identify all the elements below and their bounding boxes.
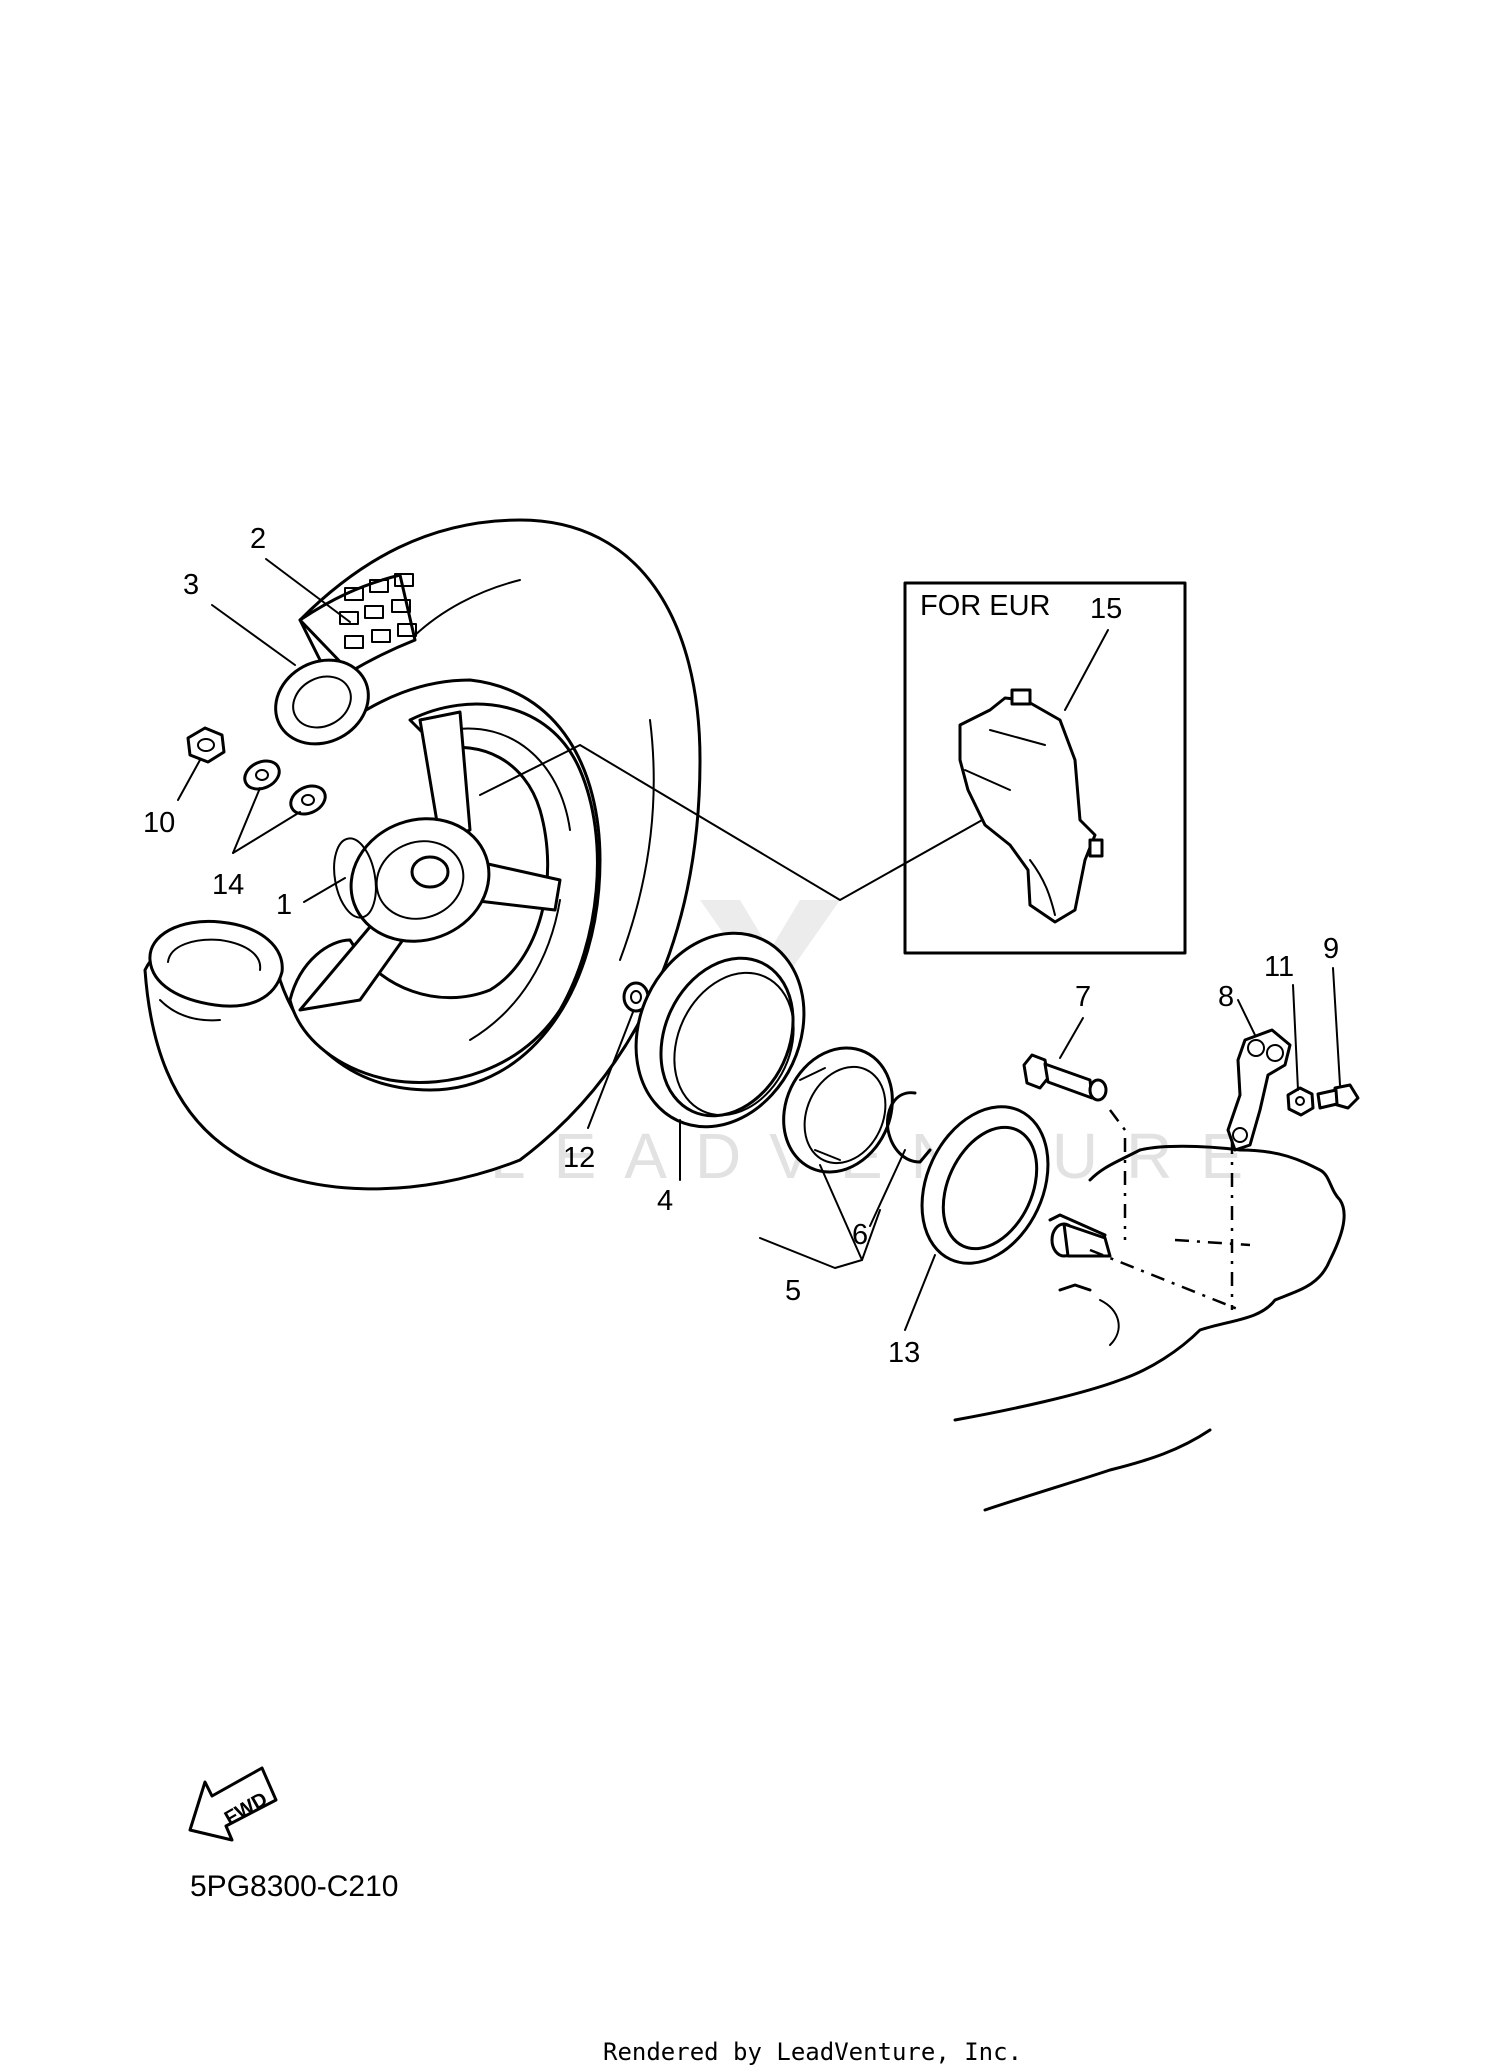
nut-10 <box>186 726 226 764</box>
callout-15: 15 <box>1090 593 1122 625</box>
callout-1: 1 <box>276 889 292 921</box>
footer-rendered-by: Rendered by LeadVenture, Inc. <box>603 2038 1022 2066</box>
bolt-7 <box>1022 1053 1108 1102</box>
leader-lines <box>177 558 1341 1331</box>
lever-8 <box>1226 1028 1292 1152</box>
callout-8: 8 <box>1218 981 1234 1013</box>
inset-leader-line <box>479 744 1001 901</box>
tire <box>143 518 702 1191</box>
callout-11: 11 <box>1264 951 1294 983</box>
callout-5: 5 <box>785 1275 801 1307</box>
wheel-rim <box>288 702 599 1084</box>
callout-10: 10 <box>143 807 175 839</box>
washer-14b <box>289 784 327 816</box>
callout-7: 7 <box>1075 981 1091 1013</box>
inset-title: FOR EUR <box>920 590 1051 622</box>
callout-4: 4 <box>657 1185 673 1217</box>
cover-15 <box>958 688 1104 924</box>
centerline-bolt7 <box>1109 1109 1127 1240</box>
nut-11 <box>1286 1086 1315 1117</box>
washer-14a <box>243 759 281 791</box>
brake-drum-4 <box>634 931 806 1129</box>
callout-6: 6 <box>852 1219 868 1251</box>
callout-2: 2 <box>250 523 266 555</box>
bolt-9 <box>1316 1083 1360 1110</box>
callout-13: 13 <box>888 1337 920 1369</box>
fwd-arrow-icon: FWD <box>188 1766 278 1842</box>
washer-12 <box>622 981 650 1013</box>
callout-3: 3 <box>183 569 199 601</box>
centerline-axle <box>1089 1248 1241 1312</box>
brake-shoe-5 <box>782 1046 894 1174</box>
transmission-case <box>953 1144 1346 1512</box>
tread-blocks <box>339 573 417 649</box>
callout-14: 14 <box>212 869 244 901</box>
oil-seal-13 <box>920 1105 1050 1265</box>
callout-12: 12 <box>563 1142 595 1174</box>
centerline-shaft <box>1174 1238 1251 1247</box>
spring-6 <box>885 1091 932 1164</box>
callout-9: 9 <box>1323 933 1339 965</box>
inset-for-eur: FOR EUR <box>903 581 1187 955</box>
diagram-code: 5PG8300-C210 <box>190 1870 398 1903</box>
